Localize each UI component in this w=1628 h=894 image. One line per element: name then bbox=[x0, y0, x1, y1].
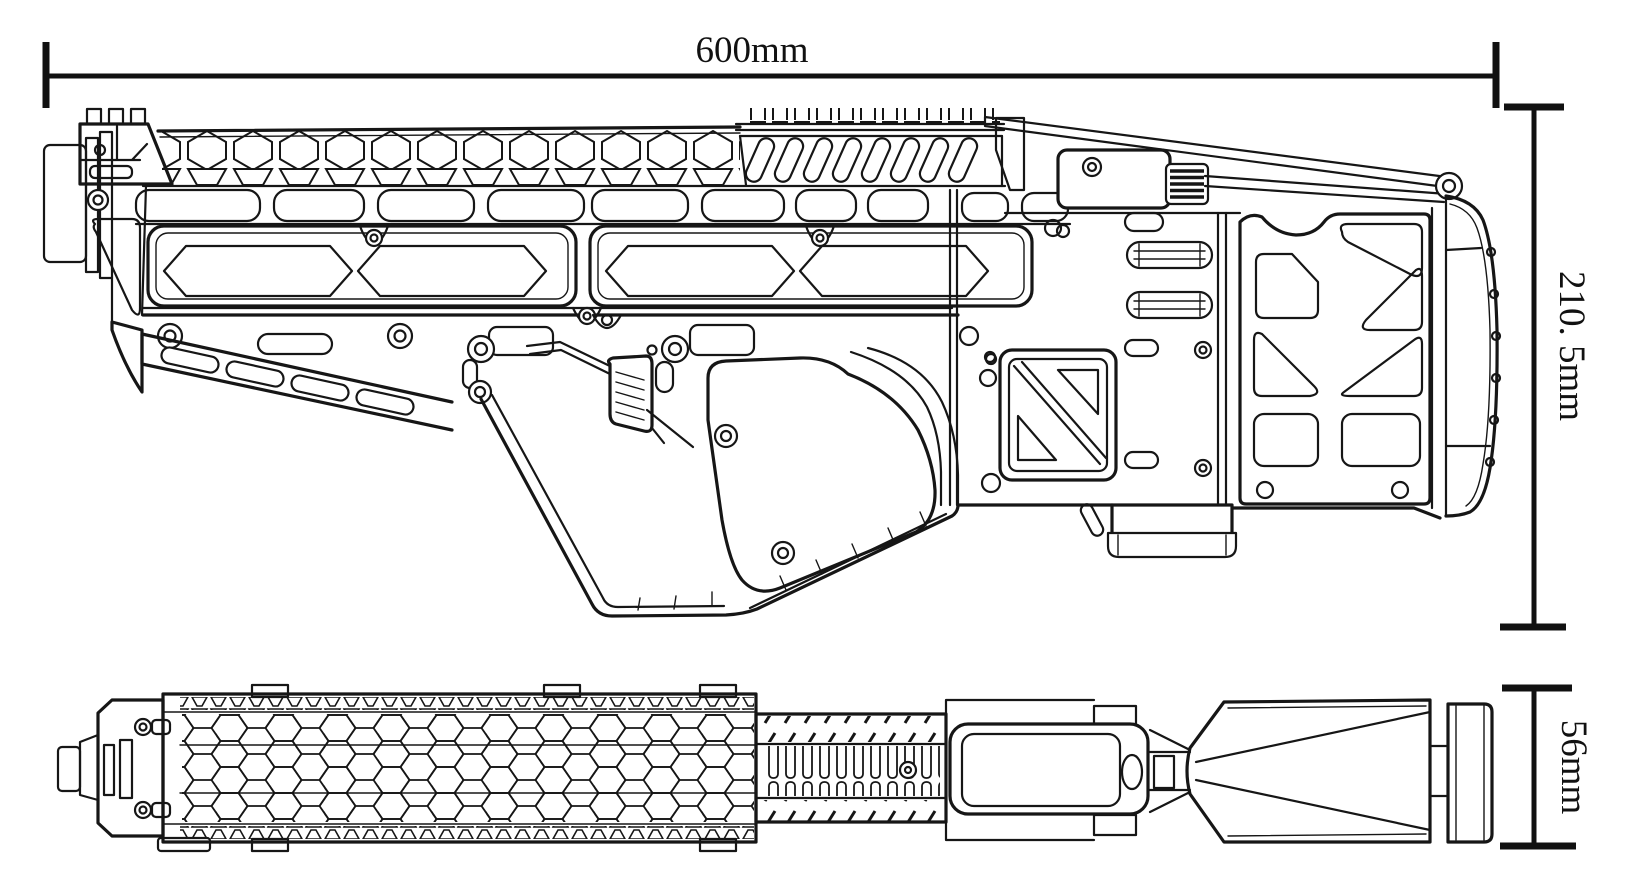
top-muzzle bbox=[56, 733, 100, 802]
dimension-height: 210. 5mm bbox=[1500, 103, 1592, 631]
top-butt-pad bbox=[1428, 702, 1494, 844]
width-label: 56mm bbox=[1553, 720, 1594, 815]
grip-module bbox=[467, 346, 960, 618]
height-label: 210. 5mm bbox=[1551, 271, 1592, 421]
side-panel-right bbox=[588, 224, 1034, 308]
x-brace-panel bbox=[983, 348, 1118, 482]
butt-pad bbox=[1430, 194, 1502, 518]
front-sight-block bbox=[78, 107, 174, 186]
top-front-block bbox=[96, 698, 172, 838]
panel-screws bbox=[156, 223, 1071, 356]
stock-panel bbox=[1238, 212, 1432, 506]
dimension-width: 56mm bbox=[1500, 684, 1594, 850]
front-lower bbox=[86, 188, 144, 394]
top-view bbox=[56, 683, 1494, 853]
rear-top-rail bbox=[734, 108, 1006, 188]
handguard-hex-band bbox=[162, 130, 740, 186]
side-panel-left bbox=[146, 224, 578, 308]
length-label: 600mm bbox=[695, 30, 808, 71]
dimension-length: 600mm bbox=[42, 30, 1500, 108]
top-stock bbox=[1146, 698, 1432, 844]
side-view bbox=[42, 107, 1502, 618]
spring-slot-2 bbox=[1125, 290, 1214, 320]
slot-row bbox=[134, 188, 1070, 223]
trigger bbox=[606, 354, 695, 449]
top-handguard bbox=[156, 683, 758, 853]
rail-vent-slots bbox=[742, 134, 981, 186]
top-sight-box bbox=[948, 704, 1150, 837]
top-rail-section bbox=[754, 698, 1096, 842]
stock-top-bar bbox=[983, 115, 1464, 204]
battery-box bbox=[1079, 503, 1238, 559]
fire-control-group bbox=[461, 323, 756, 394]
rear-receiver bbox=[956, 211, 1442, 520]
spring-slot-1 bbox=[1125, 240, 1214, 270]
charging-handle bbox=[994, 116, 1210, 210]
bottom-rail bbox=[140, 332, 454, 432]
